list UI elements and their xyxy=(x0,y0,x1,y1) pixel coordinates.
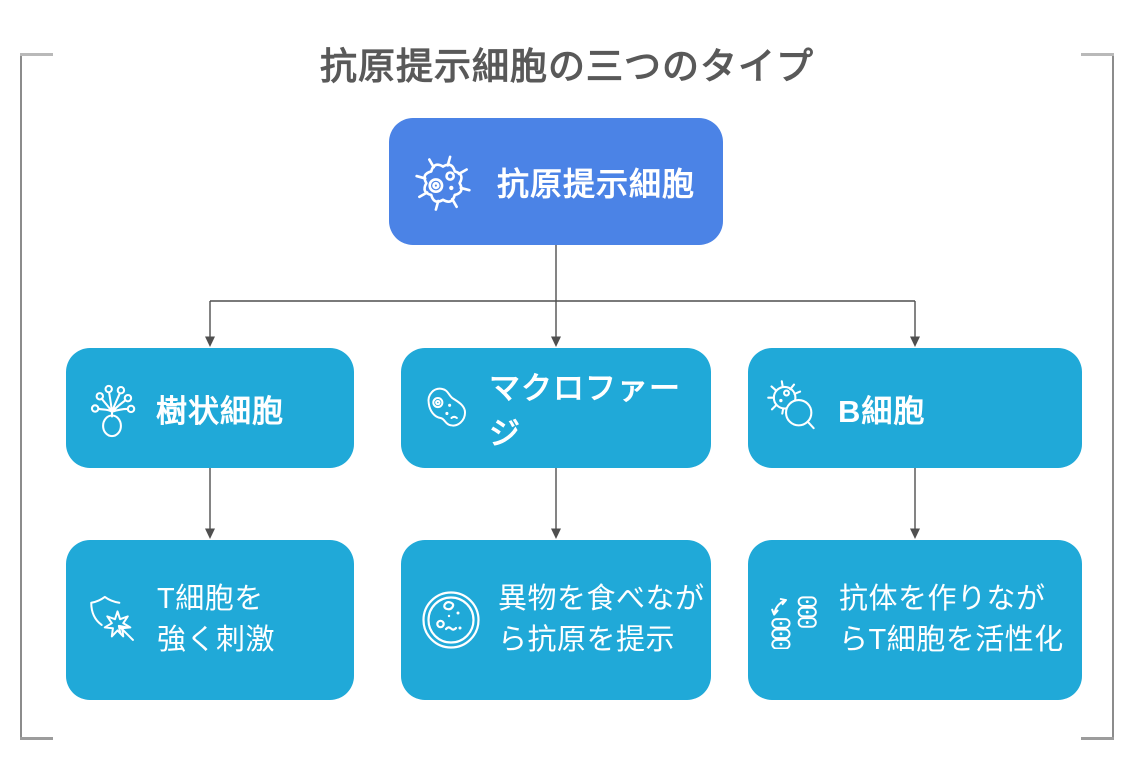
node-t-cell-stimulation: T細胞を 強く刺激 xyxy=(66,540,354,700)
b-cell-magnifier-icon xyxy=(767,380,815,430)
node-phagocytosis-presentation: 異物を食べなが ら抗原を提示 xyxy=(401,540,711,700)
antigen-presenting-cell-icon xyxy=(415,155,471,211)
dendritic-cell-icon xyxy=(90,384,136,438)
antibody-stacks-icon xyxy=(771,596,817,649)
macrophage-icon xyxy=(427,387,467,427)
node-antibody-t-cell-activation: 抗体を作りなが らT細胞を活性化 xyxy=(748,540,1082,700)
node-description: T細胞を 強く刺激 xyxy=(157,582,276,656)
frame-corner-top-right xyxy=(1081,53,1114,56)
node-macrophage: マクロファージ xyxy=(401,348,711,468)
node-dendritic-cell: 樹状細胞 xyxy=(66,348,354,468)
node-description: 抗体を作りなが らT細胞を活性化 xyxy=(839,582,1064,656)
node-description: 異物を食べなが ら抗原を提示 xyxy=(498,582,705,656)
frame-corner-bottom-left xyxy=(20,737,53,740)
node-label: 抗原提示細胞 xyxy=(497,165,696,202)
petri-dish-icon xyxy=(422,591,480,649)
frame-left-line xyxy=(20,54,22,739)
frame-corner-bottom-right xyxy=(1081,737,1114,740)
node-antigen-presenting-cell: 抗原提示細胞 xyxy=(389,118,723,245)
page-title: 抗原提示細胞の三つのタイプ xyxy=(320,46,814,87)
shield-burst-arrow-icon xyxy=(90,595,134,641)
node-b-cell: B細胞 xyxy=(748,348,1082,468)
node-label: マクロファージ xyxy=(489,371,681,451)
node-label: B細胞 xyxy=(838,393,926,429)
frame-right-line xyxy=(1112,54,1114,739)
node-label: 樹状細胞 xyxy=(156,393,284,429)
frame-corner-top-left xyxy=(20,53,53,56)
